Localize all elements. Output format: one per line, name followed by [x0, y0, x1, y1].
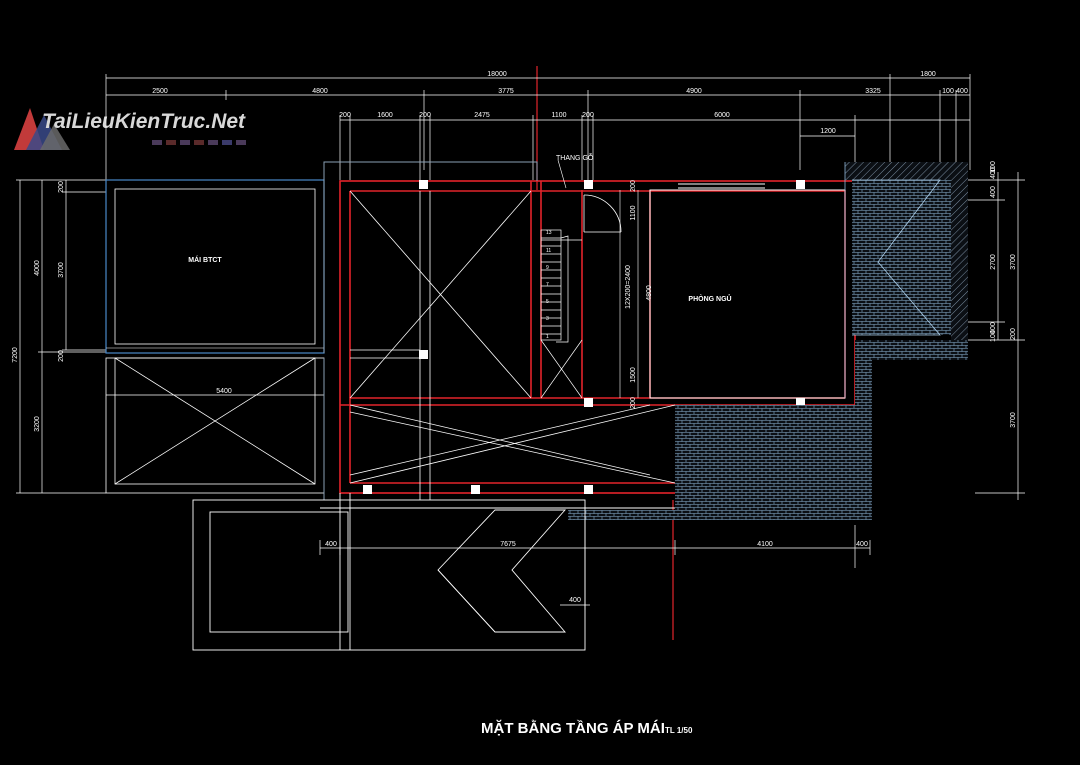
dim-total-top: 18000 — [487, 71, 507, 78]
dim-bot-d: 400 — [856, 541, 868, 548]
right-dimension-lines — [968, 172, 1025, 500]
door-swing — [583, 194, 622, 233]
drawing-title: MẶT BẰNG TẦNG ÁP MÁI — [481, 719, 665, 737]
dim-right-i: 3700 — [1010, 412, 1017, 428]
stair-step-numbers: 13 11 9 7 5 3 1 — [546, 230, 552, 340]
site-logo: TaiLieuKienTruc.Net — [14, 108, 246, 150]
interior-lines — [349, 190, 676, 500]
logo-text: TaiLieuKienTruc.Net — [42, 110, 246, 133]
dim-top-right-1: 1800 — [920, 71, 936, 78]
dim-bot-a: 400 — [325, 541, 337, 548]
step-3: 3 — [546, 316, 549, 322]
stair-dimension-lines — [619, 190, 639, 398]
staircase — [540, 229, 583, 399]
dim-bot-e: 400 — [569, 597, 581, 604]
step-9: 9 — [546, 265, 549, 271]
bottom-dimension-lines — [319, 520, 871, 610]
hatched-roof — [568, 162, 968, 520]
dim-left-a: 4000 — [34, 260, 41, 276]
dim-mid-span: 5400 — [216, 388, 232, 395]
outer-outline — [323, 161, 538, 500]
dim-stair-c: 1500 — [630, 367, 637, 383]
dim-right-g: 400 — [990, 322, 997, 334]
columns — [363, 180, 805, 494]
logo-stripe — [152, 140, 246, 145]
step-5: 5 — [546, 299, 549, 305]
dim-row3-a: 200 — [339, 112, 351, 119]
drawing-scale: TL 1/50 — [665, 726, 693, 735]
dim-row3-e: 1100 — [551, 112, 566, 119]
left-dimension-lines — [16, 179, 106, 494]
step-13: 13 — [546, 230, 552, 236]
dim-top-e: 3325 — [865, 88, 881, 95]
dim-row3-g: 6000 — [714, 112, 730, 119]
dim-top-d: 4900 — [686, 88, 702, 95]
dim-top-right-2: 100 — [942, 88, 954, 95]
label-stair-spec: 12X200=2400 — [625, 265, 632, 309]
dim-right-h: 200 — [1010, 328, 1017, 340]
dim-left-e: 200 — [58, 350, 65, 362]
dim-stair-a: 1100 — [630, 205, 637, 220]
dim-right-b: 400 — [990, 167, 997, 179]
step-7: 7 — [546, 282, 549, 288]
roof-slab — [105, 179, 325, 354]
dim-left-d: 200 — [58, 181, 65, 193]
step-11: 11 — [546, 248, 551, 254]
dim-right-e: 3700 — [1010, 254, 1017, 270]
dim-bot-c: 4100 — [757, 541, 773, 548]
dim-stair-d: 200 — [630, 180, 637, 192]
dim-row4-a: 1200 — [820, 128, 836, 135]
dim-top-a: 2500 — [152, 88, 168, 95]
dim-left-c: 3700 — [58, 262, 65, 278]
bedroom — [649, 183, 846, 399]
step-1: 1 — [546, 334, 549, 340]
dim-bot-b: 7675 — [500, 541, 516, 548]
void-lower-left — [105, 357, 325, 494]
top-dimension-lines — [105, 74, 971, 180]
dim-row3-d: 2475 — [474, 112, 490, 119]
dim-right-a: 100 — [990, 161, 997, 173]
dim-row3-b: 1600 — [377, 112, 393, 119]
dim-stair-b: 4800 — [646, 285, 653, 301]
dim-row3-f: 200 — [582, 112, 594, 119]
dim-row3-c: 200 — [419, 112, 431, 119]
dim-top-right-3: 400 — [956, 88, 968, 95]
dim-top-c: 3775 — [498, 88, 514, 95]
dim-right-c: 400 — [990, 186, 997, 198]
dim-left-total: 7200 — [12, 347, 19, 363]
dim-stair-e: 200 — [630, 397, 637, 409]
dim-top-b: 4800 — [312, 88, 328, 95]
dim-left-b: 3200 — [34, 416, 41, 432]
label-bedroom: PHÒNG NGỦ — [688, 294, 731, 303]
dim-right-f: 100 — [990, 330, 997, 342]
dim-right-d: 2700 — [990, 254, 997, 270]
label-stair: THANG GỖ — [556, 153, 594, 162]
label-roof: MÁI BTCT — [188, 255, 222, 264]
